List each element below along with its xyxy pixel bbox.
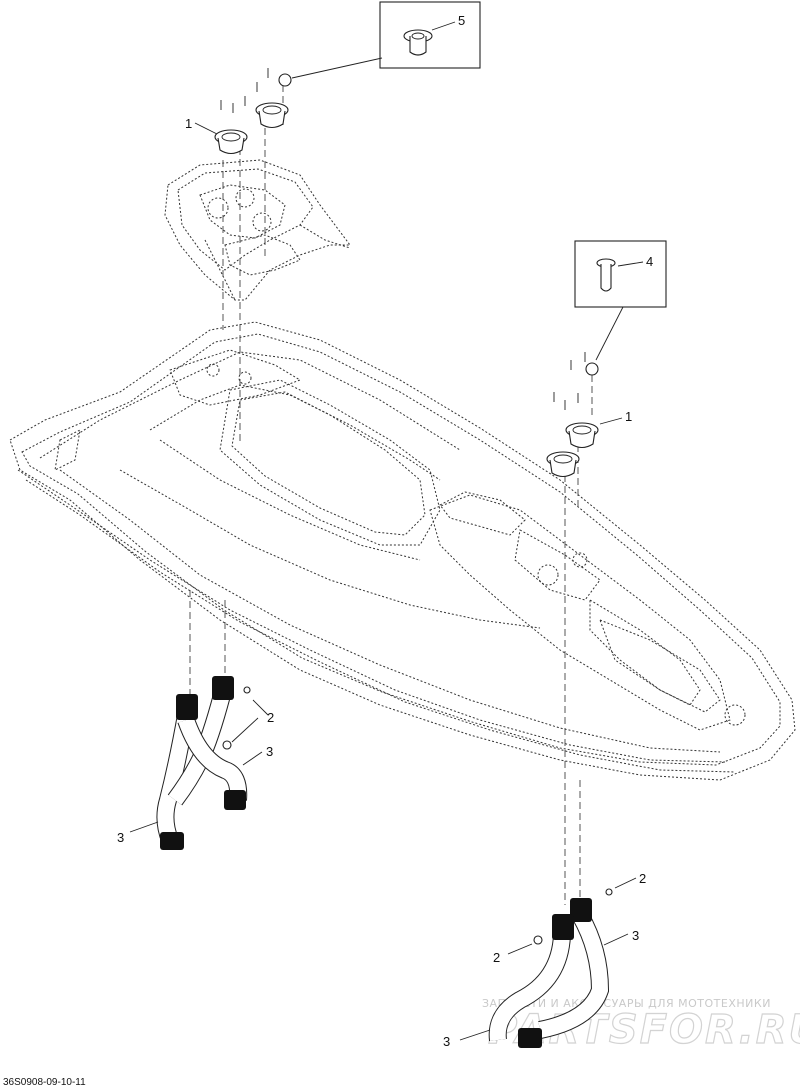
callout-2-right-upper: 2 [639, 871, 646, 886]
callout-5: 5 [458, 13, 465, 28]
assembly-lines [189, 85, 593, 905]
callout-3-left-upper: 3 [266, 744, 273, 759]
rear-storage-module [164, 159, 351, 301]
drawing-code: 36S0908-09-10-11 [3, 1077, 86, 1088]
callout-4: 4 [646, 254, 653, 269]
callout-2-left: 2 [267, 710, 274, 725]
callout-3-right-lower: 3 [443, 1034, 450, 1049]
watermark-tagline: ЗАПЧАСТИ И АКСЕССУАРЫ ДЛЯ МОТОТЕХНИКИ [482, 997, 771, 1010]
callout-3-left-lower: 3 [117, 830, 124, 845]
callout-1-top: 1 [185, 116, 192, 131]
callout-3-right-upper: 3 [632, 928, 639, 943]
hull [9, 321, 796, 781]
part-1-cupholder-right: 1 [546, 352, 632, 478]
hoses-left: 2 3 3 [117, 676, 274, 850]
part-4-detail-box: 4 [574, 240, 667, 376]
part-5-detail-box: 5 [278, 1, 481, 87]
hoses-right: 2 2 3 3 [443, 871, 646, 1049]
part-1-cupholder-top: 1 [185, 68, 289, 155]
callout-2-right-lower: 2 [493, 950, 500, 965]
callout-1-right: 1 [625, 409, 632, 424]
